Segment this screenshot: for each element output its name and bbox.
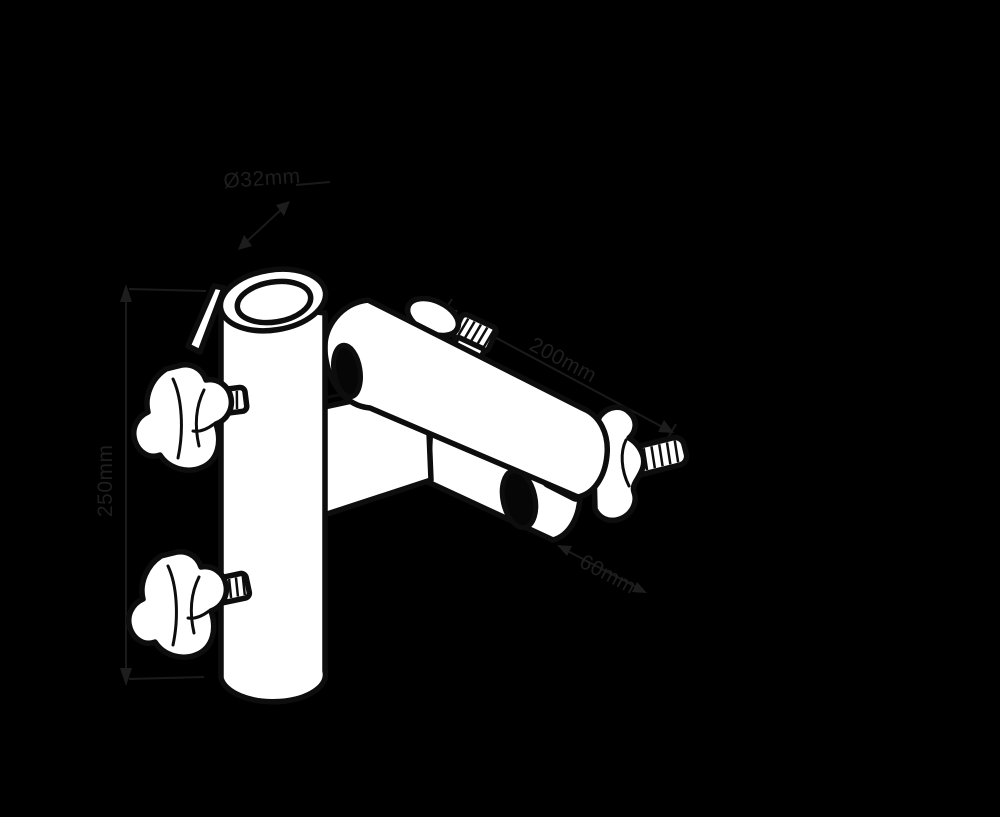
left-height-label: 250mm (94, 444, 117, 517)
pole-tube-hook-tab (185, 283, 227, 355)
dimension-top-diameter: Ø32mm (223, 165, 331, 250)
top-diameter-label: Ø32mm (223, 165, 302, 193)
dimension-left-height: 250mm (94, 284, 207, 686)
lower-right-width-label: 60mm (576, 550, 640, 599)
dimension-lower-right-width: 60mm (557, 545, 647, 599)
wing-screw-lower (126, 549, 253, 660)
pole-tube-bore (234, 278, 314, 326)
wing-screw-upper (131, 362, 250, 473)
clamp-plate-top (322, 297, 610, 500)
